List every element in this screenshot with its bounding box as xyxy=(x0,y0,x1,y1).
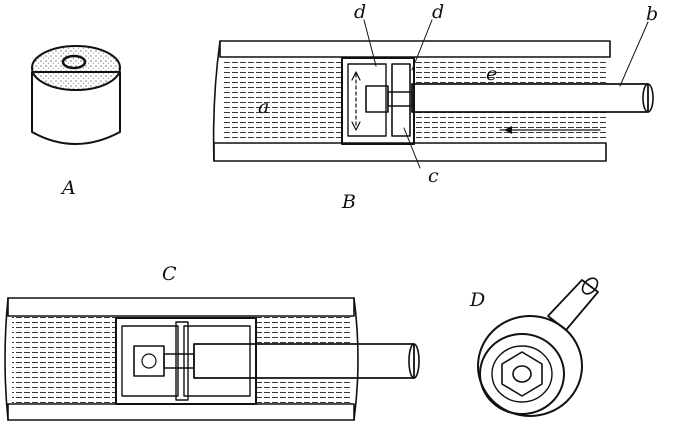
panel-d-fitting xyxy=(477,277,599,417)
panel-b-label: B xyxy=(341,191,356,213)
panel-c-label: C xyxy=(162,263,177,285)
panel-a-block xyxy=(31,45,121,145)
callout-c: c xyxy=(428,165,439,187)
callout-d-left: d xyxy=(354,1,366,23)
callout-b: b xyxy=(646,3,658,25)
panel-b-pipe xyxy=(212,19,654,169)
panel-c-pipe xyxy=(4,297,420,421)
panel-d-label: D xyxy=(469,289,485,311)
callout-a: a xyxy=(258,96,269,118)
callout-e: e xyxy=(486,63,497,85)
panel-a-label: A xyxy=(60,177,76,199)
callout-d-right: d xyxy=(432,1,444,23)
